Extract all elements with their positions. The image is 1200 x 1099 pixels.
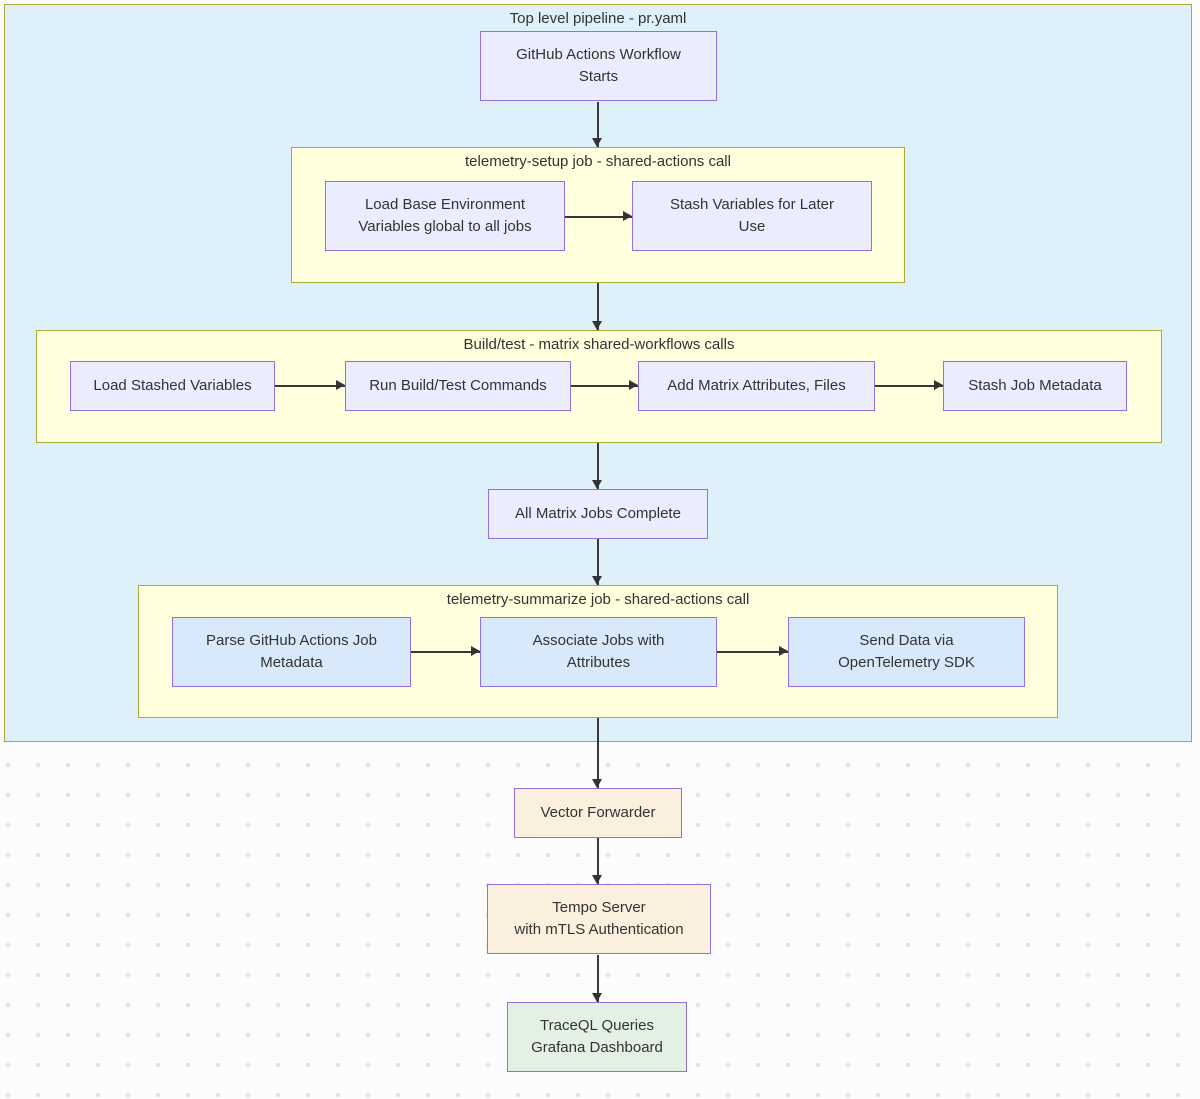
edge-parse-to-associate — [411, 647, 480, 655]
edge-vector-to-tempo — [593, 838, 601, 884]
edge-add-matrix-to-stash-job — [875, 381, 943, 389]
subgraph-telemetry-summarize-title: telemetry-summarize job - shared-actions… — [446, 591, 750, 608]
edge-summarize-to-vector — [593, 718, 601, 788]
node-github-actions-workflow-starts: GitHub Actions Workflow Starts — [480, 31, 717, 101]
subgraph-telemetry-setup: telemetry-setup job - shared-actions cal… — [291, 147, 905, 283]
node-all-matrix-jobs-complete: All Matrix Jobs Complete — [488, 489, 708, 539]
edge-run-build-to-add-matrix — [571, 381, 638, 389]
subgraph-telemetry-summarize: telemetry-summarize job - shared-actions… — [138, 585, 1058, 718]
node-load-base-environment-variables: Load Base Environment Variables global t… — [325, 181, 565, 251]
cluster-top-level-pipeline-title: Top level pipeline - pr.yaml — [509, 10, 687, 27]
node-stash-variables-for-later-use: Stash Variables for Later Use — [632, 181, 872, 251]
edge-matrix-complete-to-summarize — [593, 539, 601, 585]
node-load-stashed-variables: Load Stashed Variables — [70, 361, 275, 411]
node-traceql-queries-grafana-dashboard: TraceQL Queries Grafana Dashboard — [507, 1002, 687, 1072]
edge-load-stashed-to-run-build — [275, 381, 345, 389]
edge-build-to-matrix-complete — [593, 443, 601, 489]
node-stash-job-metadata: Stash Job Metadata — [943, 361, 1127, 411]
node-vector-forwarder: Vector Forwarder — [514, 788, 682, 838]
subgraph-build-test-matrix-title: Build/test - matrix shared-workflows cal… — [463, 336, 735, 353]
edge-tempo-to-traceql — [593, 955, 601, 1002]
subgraph-build-test-matrix: Build/test - matrix shared-workflows cal… — [36, 330, 1162, 443]
edge-setup-to-build — [593, 283, 601, 330]
node-send-data-via-opentelemetry-sdk: Send Data via OpenTelemetry SDK — [788, 617, 1025, 687]
edge-start-to-setup — [593, 102, 601, 147]
node-tempo-server-mtls: Tempo Server with mTLS Authentication — [487, 884, 711, 954]
edge-load-base-to-stash-variables — [565, 212, 632, 220]
node-associate-jobs-with-attributes: Associate Jobs with Attributes — [480, 617, 717, 687]
edge-associate-to-send-data — [717, 647, 788, 655]
node-run-build-test-commands: Run Build/Test Commands — [345, 361, 571, 411]
subgraph-telemetry-setup-title: telemetry-setup job - shared-actions cal… — [465, 153, 731, 170]
node-add-matrix-attributes-files: Add Matrix Attributes, Files — [638, 361, 875, 411]
node-parse-github-actions-job-metadata: Parse GitHub Actions Job Metadata — [172, 617, 411, 687]
